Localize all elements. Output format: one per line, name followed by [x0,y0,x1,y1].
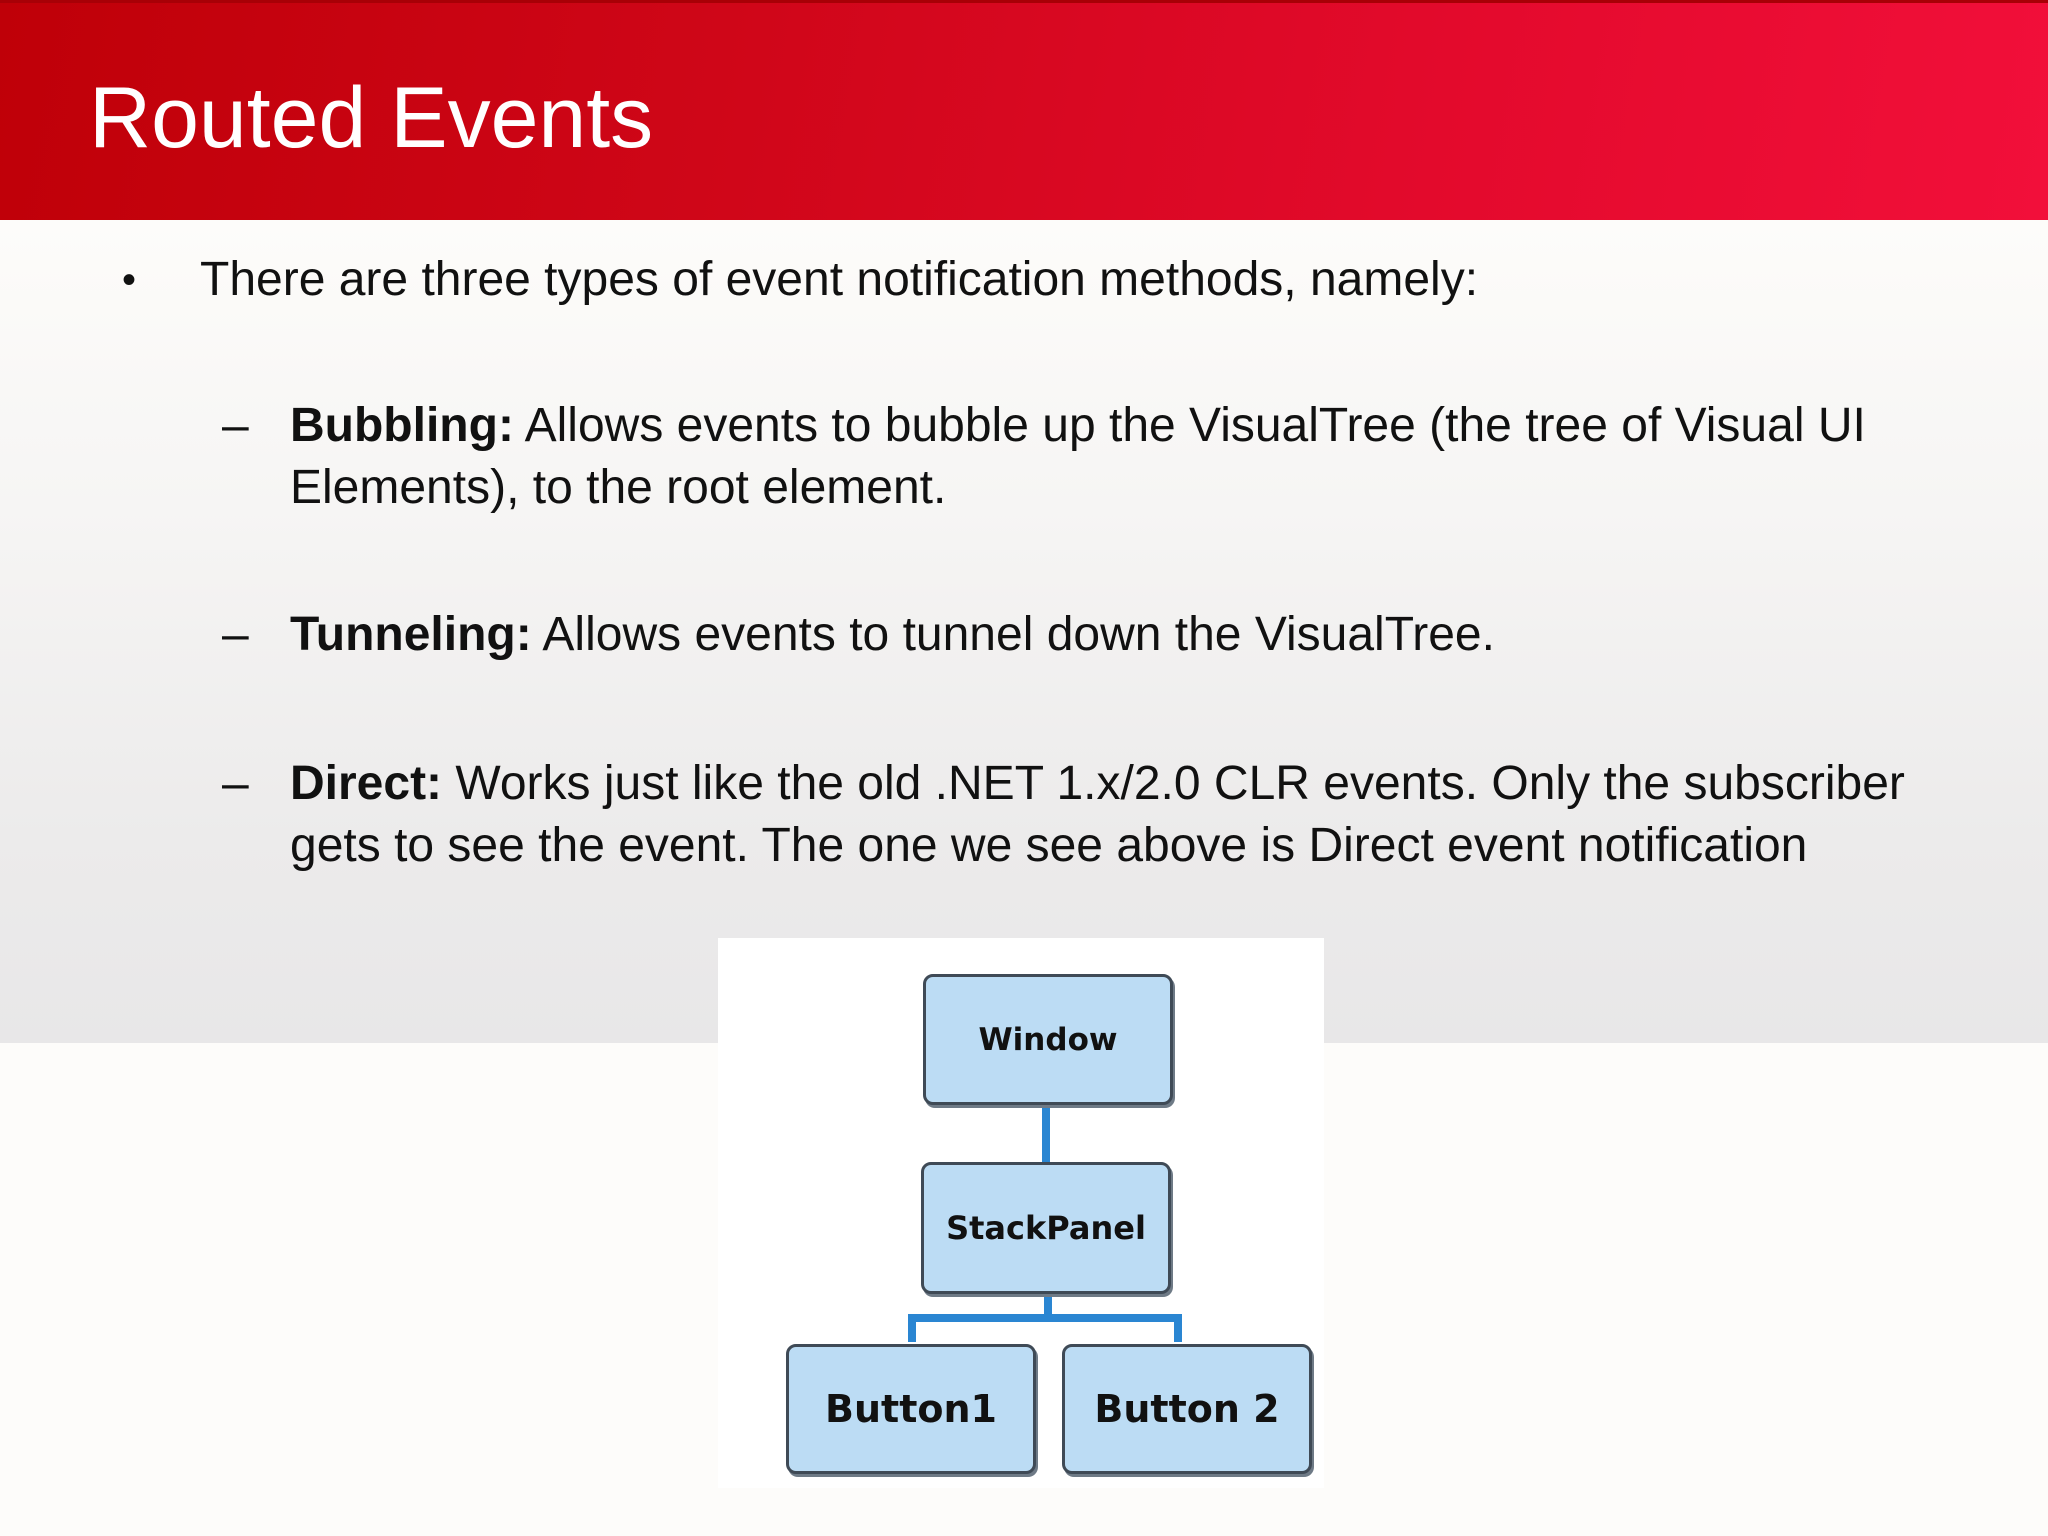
term-label: Bubbling: [290,399,514,452]
sub-item-body: Direct: Works just like the old .NET 1.x… [290,753,1930,877]
intro-bullet: • There are three types of event notific… [0,250,2048,310]
node-button2: Button 2 [1062,1344,1312,1474]
dash-icon: – [222,608,249,661]
term-label: Direct: [290,757,443,810]
node-button1: Button1 [786,1344,1036,1474]
bullet-icon: • [122,258,137,302]
node-window: Window [923,974,1173,1105]
visual-tree-diagram: Window StackPanel Button1 Button 2 [718,938,1324,1488]
term-label: Tunneling: [290,608,532,661]
slide-title: Routed Events [89,70,654,166]
intro-text: There are three types of event notificat… [200,253,1479,306]
sub-item-body: Bubbling: Allows events to bubble up the… [290,395,1930,519]
term-description: Allows events to tunnel down the VisualT… [531,608,1495,661]
connector-horizontal [908,1314,1182,1322]
sub-item-body: Tunneling: Allows events to tunnel down … [290,604,1930,666]
title-bar: Routed Events [0,0,2048,220]
term-description: Allows events to bubble up the VisualTre… [290,399,1866,514]
term-description: Works just like the old .NET 1.x/2.0 CLR… [290,757,1905,872]
dash-icon: – [222,757,249,810]
connector-window-stackpanel [1042,1103,1050,1163]
connector-to-button2 [1174,1314,1182,1342]
node-stackpanel: StackPanel [921,1162,1171,1294]
connector-stackpanel-down [1044,1293,1052,1318]
content-background [0,220,2048,1043]
connector-to-button1 [908,1314,916,1342]
dash-icon: – [222,399,249,452]
